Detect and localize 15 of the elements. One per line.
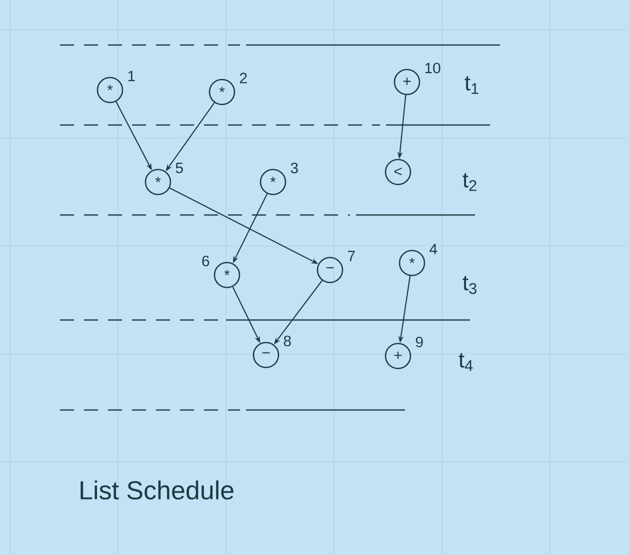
time-step-label: t$_{4}$ — [458, 353, 473, 371]
time-step-label: t$_{2}$ — [462, 173, 476, 191]
time-step-label: t$_{3}$ — [462, 276, 476, 294]
node-number: 3 — [290, 162, 298, 174]
node-number: 6 — [202, 256, 210, 266]
node-number: 5 — [176, 162, 183, 174]
title: List Schedule — [80, 480, 234, 500]
node-number: 4 — [430, 244, 438, 254]
node-number: 10 — [425, 62, 440, 74]
node-number: 8 — [284, 336, 291, 346]
node-number: 7 — [348, 250, 355, 262]
node-number: 2 — [240, 72, 247, 84]
node-number: 1 — [128, 70, 135, 82]
time-step-label: t$_{1}$ — [464, 76, 478, 94]
node-number: 9 — [416, 336, 423, 348]
